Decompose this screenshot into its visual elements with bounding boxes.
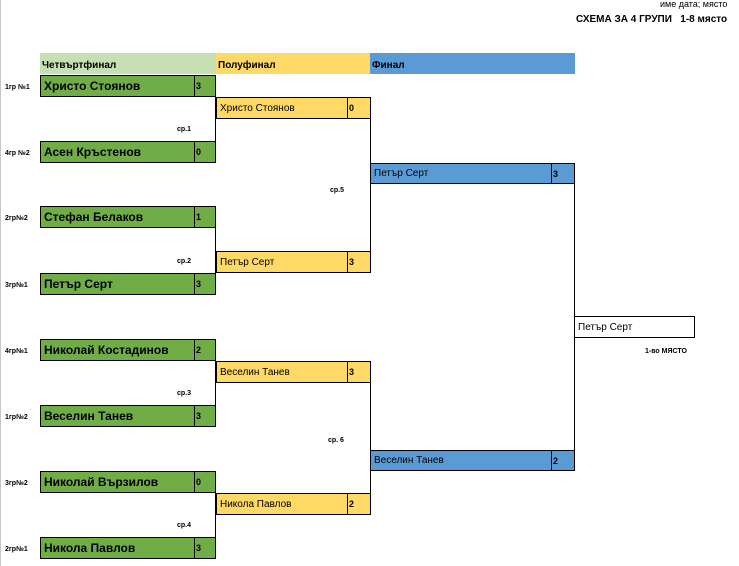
stage-quarterfinal-label: Четвъртфинал bbox=[42, 60, 117, 71]
quarterfinal-slot[interactable]: Николай Костадинов 2 bbox=[40, 339, 216, 361]
scheme-title: СХЕМА ЗА 4 ГРУПИ 1-8 място bbox=[576, 14, 728, 25]
quarterfinal-slot[interactable]: Стефан Белаков 1 bbox=[40, 206, 216, 228]
player-score: 3 bbox=[196, 81, 202, 91]
stage-semifinal-label: Полуфинал bbox=[218, 60, 276, 71]
semifinal-slot[interactable]: Петър Серт 3 bbox=[216, 251, 371, 273]
bracket-connector bbox=[215, 492, 216, 538]
quarterfinal-slot[interactable]: Петър Серт 3 bbox=[40, 273, 216, 295]
player-score: 3 bbox=[196, 411, 202, 421]
seed-label: 1гр №1 bbox=[5, 84, 30, 91]
player-score: 3 bbox=[553, 168, 559, 179]
stage-quarterfinal-header: Четвъртфинал bbox=[40, 53, 216, 74]
player-name: Веселин Танев bbox=[371, 451, 552, 470]
quarterfinal-slot[interactable]: Никола Павлов 3 bbox=[40, 537, 216, 559]
bracket-connector bbox=[215, 360, 216, 406]
quarterfinal-slot[interactable]: Веселин Танев 3 bbox=[40, 405, 216, 427]
player-score: 0 bbox=[196, 147, 202, 157]
semifinal-slot[interactable]: Никола Павлов 2 bbox=[216, 493, 371, 515]
seed-label: 4гр№1 bbox=[5, 348, 28, 355]
player-name: Петър Серт bbox=[217, 252, 348, 272]
semifinal-slot[interactable]: Веселин Танев 3 bbox=[216, 361, 371, 383]
player-name: Никола Павлов bbox=[217, 494, 348, 514]
winner-name: Петър Серт bbox=[578, 321, 633, 333]
stage-final-label: Финал bbox=[372, 60, 405, 71]
quarterfinal-slot[interactable]: Асен Кръстенов 0 bbox=[40, 141, 216, 163]
header-note: име дата; място bbox=[660, 0, 728, 9]
player-name: Петър Серт bbox=[41, 274, 195, 294]
quarterfinal-slot[interactable]: Христо Стоянов 3 bbox=[40, 75, 216, 97]
player-name: Асен Кръстенов bbox=[41, 142, 195, 162]
first-place-label: 1-во МЯСТО bbox=[645, 348, 687, 355]
bracket-connector bbox=[215, 227, 216, 274]
stage-final-header: Финал bbox=[370, 53, 575, 74]
final-slot[interactable]: Петър Серт 3 bbox=[370, 163, 575, 184]
player-score: 3 bbox=[349, 257, 355, 267]
player-score: 2 bbox=[349, 499, 355, 509]
player-score: 1 bbox=[196, 212, 202, 222]
seed-label: 3гр№1 bbox=[5, 282, 28, 289]
player-score: 3 bbox=[196, 279, 202, 289]
player-name: Стефан Белаков bbox=[41, 207, 195, 227]
match-label: ср.5 bbox=[330, 187, 345, 194]
stage-semifinal-header: Полуфинал bbox=[216, 53, 370, 74]
player-name: Христо Стоянов bbox=[41, 76, 195, 96]
bracket-connector bbox=[215, 96, 216, 142]
player-name: Николай Костадинов bbox=[41, 340, 195, 360]
seed-label: 2гр№2 bbox=[5, 215, 28, 222]
player-score: 2 bbox=[196, 345, 202, 355]
match-label: ср.2 bbox=[177, 258, 192, 265]
bracket-connector bbox=[370, 118, 371, 252]
final-slot[interactable]: Веселин Танев 2 bbox=[370, 450, 575, 471]
player-name: Никола Павлов bbox=[41, 538, 195, 558]
player-name: Николай Въpзилов bbox=[41, 472, 195, 492]
player-score: 3 bbox=[349, 367, 355, 377]
player-score: 2 bbox=[553, 455, 559, 466]
semifinal-slot[interactable]: Христо Стоянов 0 bbox=[216, 97, 371, 119]
match-label: ср.4 bbox=[177, 522, 192, 529]
match-label: ср.3 bbox=[177, 390, 192, 397]
player-score: 0 bbox=[196, 477, 202, 487]
seed-label: 3гр№2 bbox=[5, 480, 28, 487]
sheet-gutter bbox=[0, 0, 1, 566]
quarterfinal-slot[interactable]: Николай Въpзилов 0 bbox=[40, 471, 216, 493]
player-name: Петър Серт bbox=[371, 164, 552, 183]
match-label: ср.1 bbox=[177, 126, 192, 133]
match-label: ср. 6 bbox=[328, 437, 344, 444]
player-name: Христо Стоянов bbox=[217, 98, 348, 118]
seed-label: 2гр№1 bbox=[5, 546, 28, 553]
player-name: Веселин Танев bbox=[41, 406, 195, 426]
player-name: Веселин Танев bbox=[217, 362, 348, 382]
player-score: 0 bbox=[349, 103, 355, 113]
player-score: 3 bbox=[196, 543, 202, 553]
bracket-connector bbox=[370, 382, 371, 494]
seed-label: 1гр№2 bbox=[5, 414, 28, 421]
seed-label: 4гр №2 bbox=[5, 150, 30, 157]
winner-slot[interactable]: Петър Серт bbox=[574, 316, 695, 338]
